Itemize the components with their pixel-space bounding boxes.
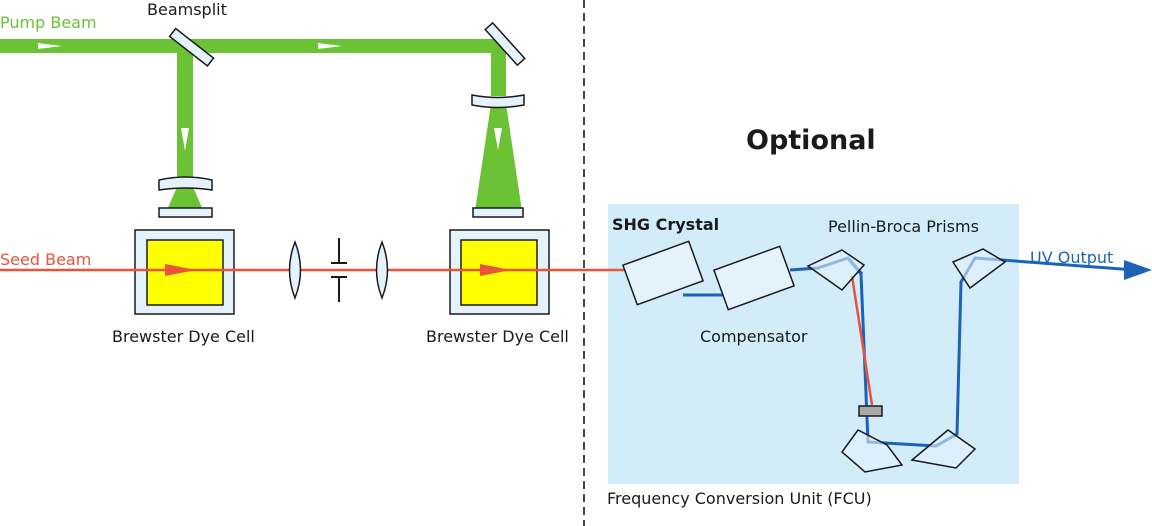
seed-arrow-2 (480, 264, 511, 276)
pump-beam-cone-2 (475, 104, 522, 211)
cyl-lens-1 (158, 176, 213, 191)
pump-beam-branch-1 (177, 46, 193, 181)
pellin-broca-label: Pellin-Broca Prisms (828, 217, 979, 236)
seed-beam-label: Seed Beam (0, 250, 92, 269)
dye-cell-2-label: Brewster Dye Cell (426, 327, 569, 346)
fold-mirror (484, 21, 526, 67)
pellin-broca-prism-1 (806, 249, 866, 292)
pump-arrow-down-2 (494, 128, 502, 150)
shg-crystal (621, 240, 705, 306)
pump-beam-label: Pump Beam (0, 13, 97, 32)
dye-cell-1-dye (146, 239, 224, 306)
uv-output-label: UV Output (1030, 248, 1114, 267)
cyl-lens-2 (471, 94, 525, 109)
seed-arrow-1 (165, 264, 196, 276)
window-1 (158, 207, 213, 218)
telescope-lens-1 (288, 239, 302, 301)
pump-arrow-2 (318, 43, 342, 49)
dye-cell-2-dye (460, 239, 538, 306)
shg-crystal-label: SHG Crystal (612, 215, 720, 234)
telescope-lens-2 (375, 239, 389, 301)
pump-beam-focus-1 (167, 187, 203, 210)
compensator (712, 245, 796, 311)
pump-beam-branch-2 (491, 46, 506, 96)
residual-beam (850, 275, 874, 406)
pump-arrow-down-1 (181, 128, 189, 151)
uv-output-arrow (1124, 260, 1152, 280)
pump-beam-horizontal (0, 39, 506, 53)
pellin-broca-prism-3 (840, 429, 904, 473)
window-2 (472, 207, 524, 218)
pellin-broca-prism-4 (910, 429, 977, 469)
beamsplit-label: Beamsplit (147, 0, 227, 19)
pellin-broca-prism-2 (951, 248, 1007, 290)
fcu-label: Frequency Conversion Unit (FCU) (607, 489, 872, 508)
pump-arrow-1 (38, 43, 62, 49)
aperture (331, 238, 347, 302)
beamsplitter (168, 27, 215, 68)
dye-cell-1-label: Brewster Dye Cell (112, 327, 255, 346)
optional-heading: Optional (746, 125, 876, 156)
beam-dump (858, 405, 883, 417)
compensator-label: Compensator (700, 327, 808, 346)
